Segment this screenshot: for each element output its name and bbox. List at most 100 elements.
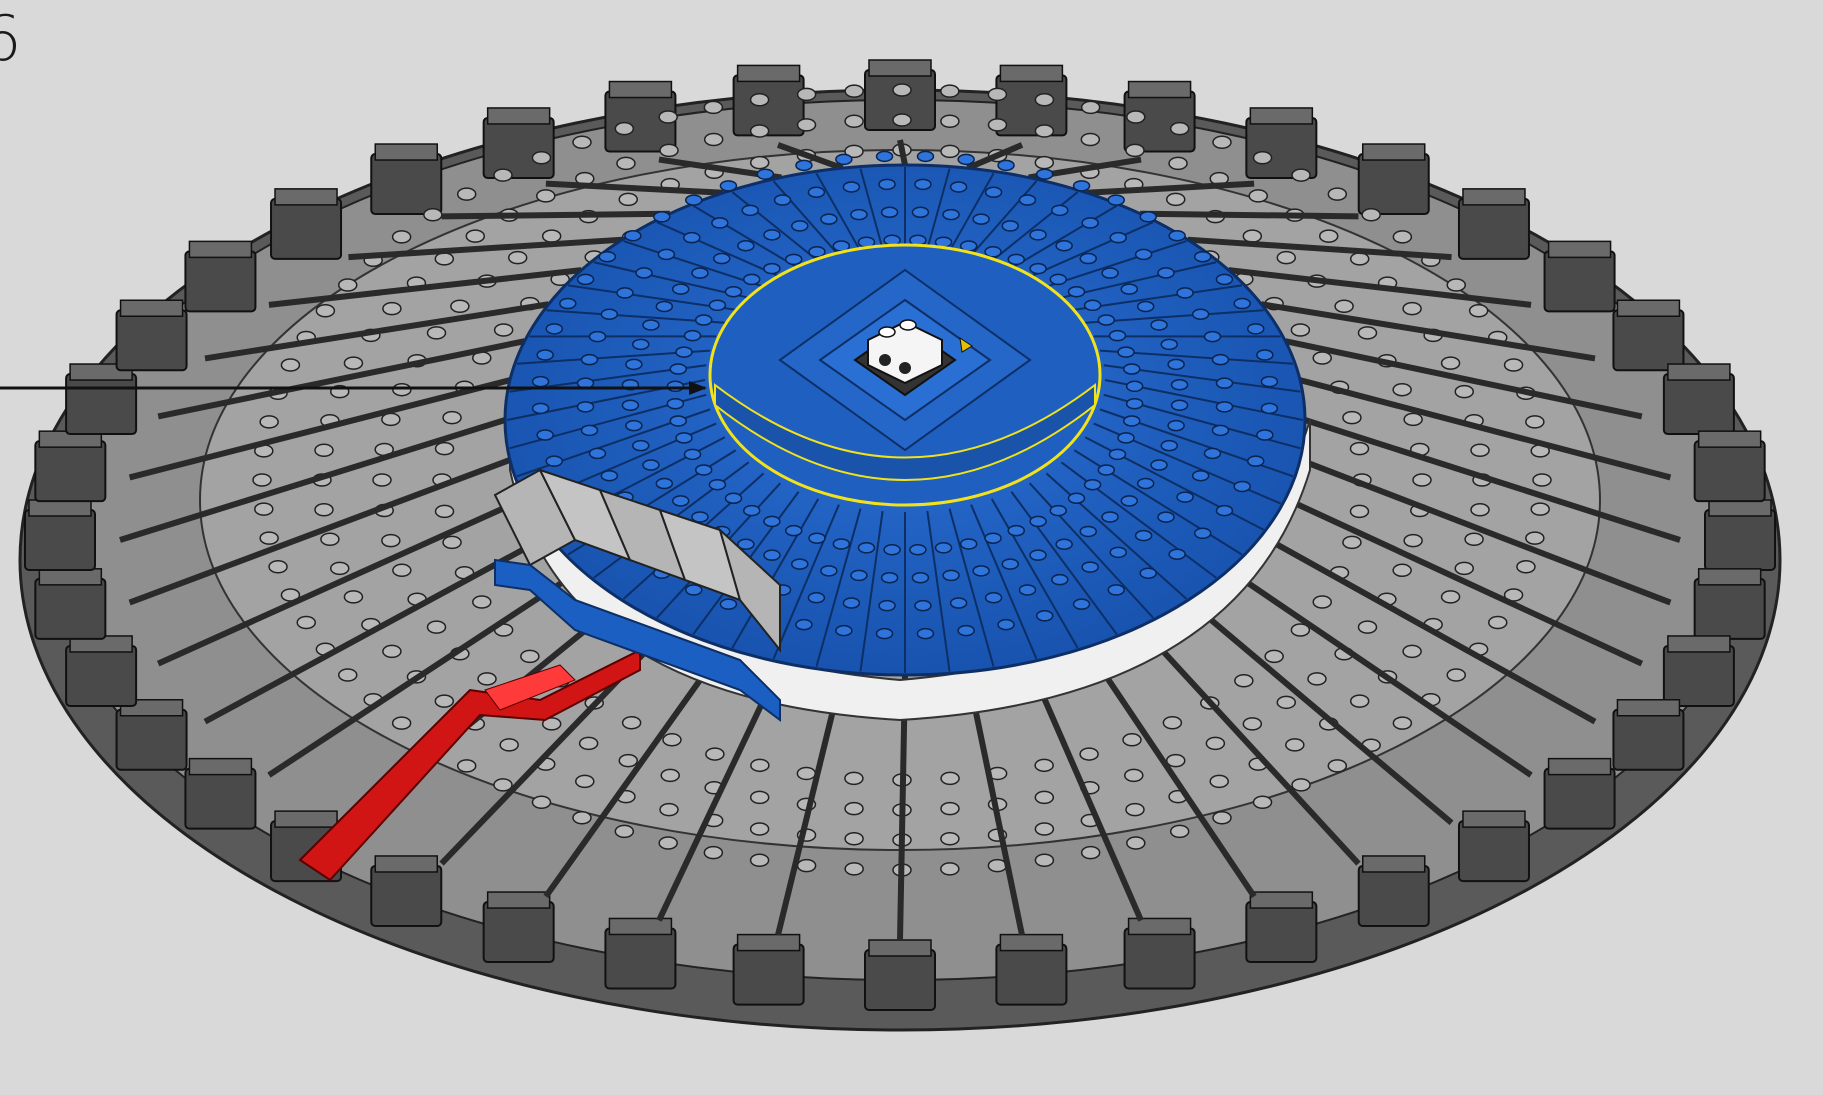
spoke bbox=[1284, 338, 1643, 420]
grey-stud bbox=[1349, 252, 1370, 266]
blue-stud bbox=[1120, 495, 1139, 507]
blue-stud bbox=[1167, 419, 1185, 432]
blue-stud bbox=[653, 211, 671, 223]
blue-stud bbox=[683, 231, 701, 244]
grey-stud bbox=[796, 766, 817, 781]
outer-brick bbox=[995, 933, 1068, 1006]
blue-stud bbox=[1083, 299, 1102, 312]
outer-brick bbox=[115, 299, 188, 372]
spoke bbox=[1025, 661, 1144, 922]
spoke bbox=[1260, 301, 1596, 362]
blue-stud bbox=[807, 592, 826, 604]
blue-stud bbox=[808, 532, 826, 544]
grey-stud bbox=[1403, 412, 1423, 427]
outer-brick bbox=[24, 499, 96, 571]
blue-stud bbox=[1018, 584, 1037, 596]
grey-stud bbox=[1122, 733, 1142, 747]
spoke bbox=[1185, 598, 1454, 826]
grey-stud bbox=[541, 229, 562, 243]
grey-stud bbox=[749, 124, 770, 138]
grey-stud bbox=[662, 733, 682, 747]
grey-stud bbox=[1212, 135, 1232, 150]
grey-stud bbox=[372, 473, 392, 487]
grey-stud bbox=[1034, 93, 1055, 107]
grey-stud bbox=[844, 144, 864, 159]
blue-stud bbox=[1193, 527, 1212, 540]
blue-stud bbox=[997, 159, 1015, 172]
grey-stud bbox=[703, 132, 724, 147]
grey-stud bbox=[465, 229, 486, 243]
blue-stud bbox=[1193, 250, 1212, 263]
blue-stud bbox=[1072, 180, 1091, 192]
grey-stud bbox=[456, 759, 477, 773]
wedge-edge bbox=[1045, 472, 1188, 600]
grey-stud bbox=[1307, 672, 1327, 686]
blue-stud bbox=[1079, 525, 1097, 538]
blue-stud bbox=[1001, 558, 1019, 570]
grey-stud bbox=[844, 84, 864, 98]
outer-brick bbox=[1612, 699, 1685, 771]
blue-stud bbox=[1101, 267, 1119, 279]
grey-stud bbox=[1327, 759, 1348, 773]
blue-stud bbox=[1203, 330, 1222, 343]
wedge-edge bbox=[815, 508, 862, 667]
blue-stud bbox=[1029, 262, 1047, 275]
wedge-edge bbox=[1028, 482, 1154, 619]
grey-stud bbox=[1392, 230, 1413, 244]
spoke bbox=[776, 142, 844, 171]
grey-stud bbox=[1342, 410, 1362, 425]
spoke bbox=[1226, 567, 1533, 778]
outer-brick bbox=[1693, 568, 1766, 640]
spoke bbox=[1140, 210, 1359, 220]
grey-stud bbox=[1080, 132, 1101, 147]
grey-stud bbox=[658, 110, 678, 124]
spoke bbox=[543, 645, 726, 899]
blue-stud bbox=[642, 319, 660, 331]
grey-stud bbox=[618, 753, 639, 768]
blue-stud bbox=[1246, 323, 1265, 335]
grey-stud bbox=[703, 845, 724, 860]
grey-stud bbox=[252, 473, 272, 487]
blue-stud bbox=[666, 380, 685, 393]
blue-stud bbox=[808, 246, 826, 258]
blue-stud bbox=[820, 565, 838, 577]
blue-stud bbox=[911, 206, 930, 219]
step-number: 6 bbox=[0, 2, 22, 75]
grey-stud bbox=[493, 323, 514, 337]
blue-stud bbox=[1191, 469, 1210, 482]
grey-stud bbox=[1446, 278, 1467, 292]
grey-stud bbox=[343, 356, 364, 370]
grey-stud bbox=[1276, 250, 1297, 265]
grey-arc-bricks bbox=[493, 468, 781, 722]
blue-stud bbox=[875, 627, 894, 640]
blue-stud bbox=[842, 181, 861, 193]
wedge-edge bbox=[772, 504, 840, 660]
blue-stud bbox=[691, 267, 709, 279]
blue-stud bbox=[1035, 610, 1054, 622]
outer-brick bbox=[1612, 299, 1685, 372]
grey-stud bbox=[314, 443, 334, 458]
blue-stud bbox=[972, 213, 990, 225]
blue-stud bbox=[1101, 511, 1119, 523]
grey-stud bbox=[254, 502, 274, 516]
grey-stud bbox=[616, 156, 636, 171]
grey-stud bbox=[1532, 473, 1552, 487]
blue-stud bbox=[984, 186, 1003, 198]
blue-stud bbox=[683, 329, 702, 342]
outer-brick bbox=[1457, 810, 1530, 883]
blue-stud bbox=[949, 597, 968, 609]
blue-stud bbox=[795, 159, 813, 172]
blue-stud bbox=[531, 375, 550, 388]
blue-stud bbox=[1107, 584, 1125, 596]
blue-stud bbox=[669, 363, 687, 375]
blue-stud bbox=[1150, 459, 1168, 471]
grey-stud bbox=[572, 135, 592, 150]
grey-stud bbox=[1080, 100, 1101, 115]
red-part bbox=[298, 648, 641, 882]
blue-stud bbox=[909, 544, 927, 556]
blue-stud bbox=[959, 538, 978, 550]
wedge-edge bbox=[656, 221, 781, 278]
grey-stud bbox=[1402, 301, 1422, 316]
grey-stud bbox=[703, 100, 724, 115]
grey-stud bbox=[1124, 768, 1144, 783]
